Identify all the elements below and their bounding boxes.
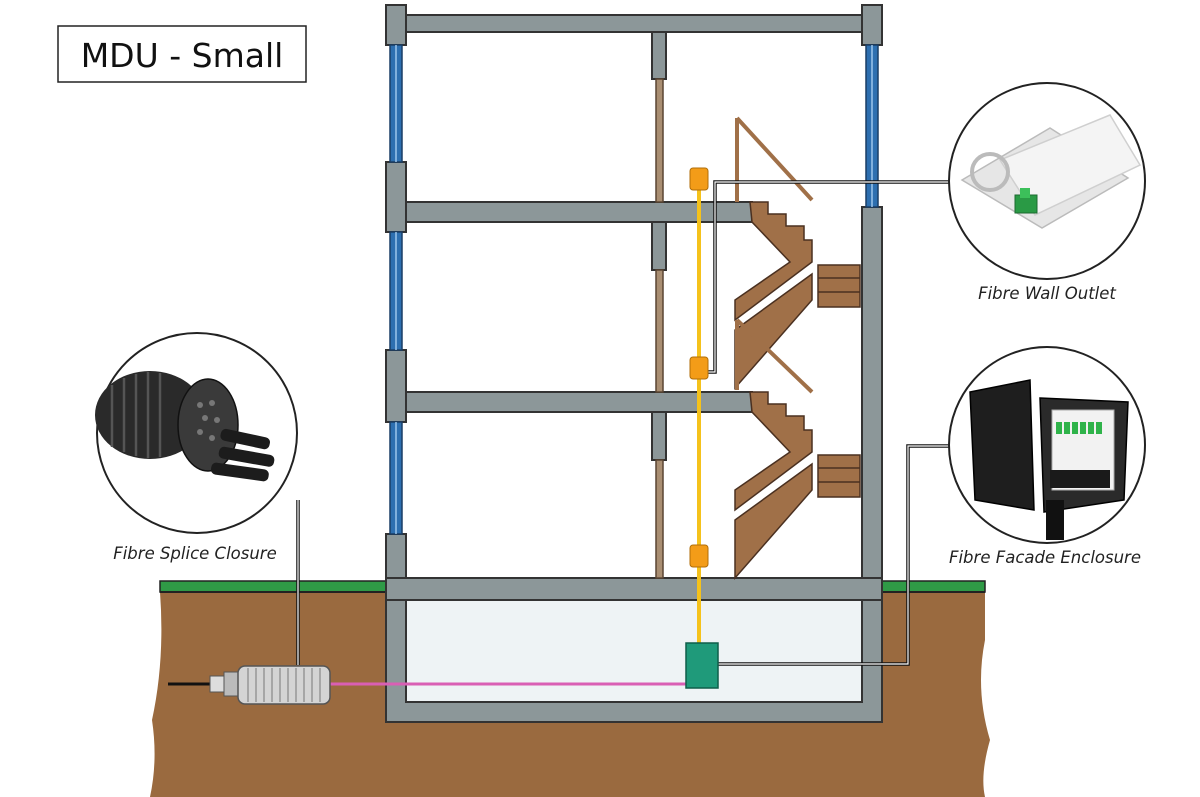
riser-node-1 bbox=[689, 544, 709, 568]
page-title: MDU - Small bbox=[81, 36, 284, 75]
roof-slab bbox=[385, 14, 883, 33]
partition-wall bbox=[655, 78, 664, 579]
callout-facade-enclosure bbox=[948, 346, 1146, 544]
stair-rail bbox=[735, 116, 814, 394]
riser-node-2 bbox=[689, 356, 709, 380]
label-fibre-wall-outlet: Fibre Wall Outlet bbox=[978, 284, 1116, 303]
grass-left bbox=[159, 580, 387, 593]
label-fibre-facade-enclosure: Fibre Facade Enclosure bbox=[949, 548, 1141, 567]
splice-closure-photo-icon bbox=[95, 371, 275, 482]
partition-cap-top bbox=[651, 31, 667, 80]
callout-splice-closure bbox=[95, 332, 298, 534]
basement-room bbox=[405, 599, 863, 703]
riser-node-3 bbox=[689, 167, 709, 191]
underground-splice-closure bbox=[209, 665, 331, 705]
distribution-box bbox=[685, 642, 719, 689]
staircase bbox=[734, 201, 861, 580]
right-wall bbox=[861, 206, 883, 588]
riser-nodes bbox=[689, 167, 709, 568]
facade-enclosure-photo-icon bbox=[969, 379, 1129, 540]
callout-wall-outlet bbox=[948, 82, 1146, 280]
wall-outlet-photo-icon bbox=[960, 114, 1142, 229]
title-box bbox=[57, 25, 307, 83]
grass-right bbox=[881, 580, 986, 593]
label-fibre-splice-closure: Fibre Splice Closure bbox=[113, 544, 277, 563]
ground-slab bbox=[385, 577, 883, 601]
